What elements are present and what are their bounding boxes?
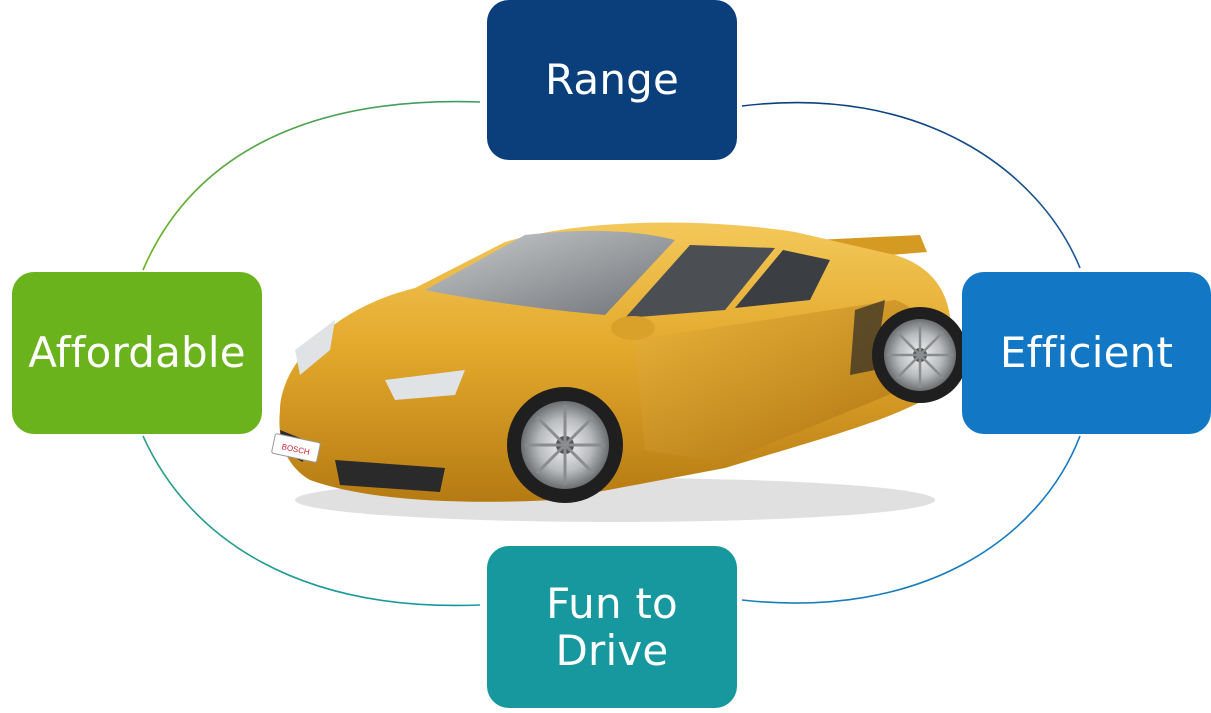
connector-affordable-fun [142, 435, 481, 607]
node-efficient-label: Efficient [999, 328, 1174, 378]
connector-affordable-range [142, 100, 481, 271]
license-plate: BOSCH [271, 433, 321, 463]
node-affordable: Affordable [12, 272, 262, 434]
sports-car-image: BOSCH [271, 222, 968, 522]
node-efficient: Efficient [962, 272, 1211, 434]
connector-range-efficient [741, 101, 1081, 269]
connector-fun-efficient [741, 435, 1081, 604]
car-illustration: BOSCH [255, 200, 975, 530]
node-fun-to-drive-label: Fun to Drive [546, 578, 678, 675]
node-fun-to-drive: Fun to Drive [487, 546, 737, 708]
node-range: Range [487, 0, 737, 160]
node-range-label: Range [544, 55, 680, 105]
node-affordable-label: Affordable [28, 328, 246, 378]
